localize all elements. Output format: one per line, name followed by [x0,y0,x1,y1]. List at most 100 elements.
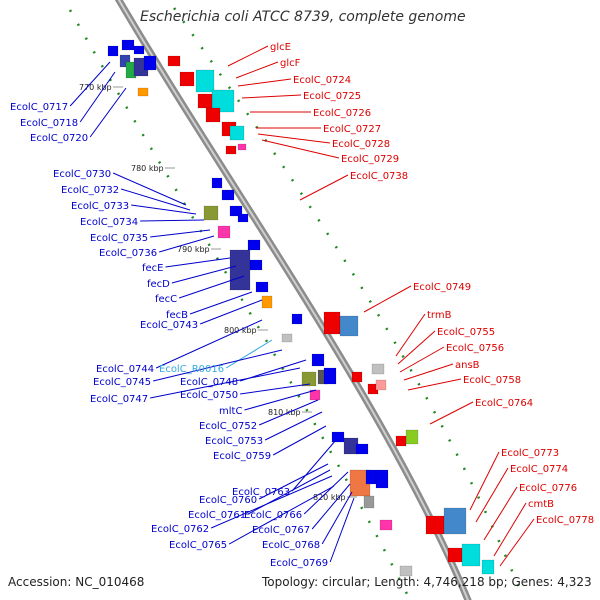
scale-tick-810-kbp: 810 kbp [268,408,301,417]
gene-feature [167,55,181,67]
gene-feature [261,295,273,309]
gene-label-ecolc-0745: EcolC_0745 [93,377,151,388]
gene-feature [229,125,245,141]
accession-text: Accession: NC_010468 [8,575,145,589]
gene-label-ecolc-0767: EcolC_0767 [252,525,310,536]
leader-line [299,174,349,201]
leader-lines [69,45,535,567]
gene-feature [197,93,213,109]
gene-label-fece: fecE [142,263,164,274]
gene-feature [221,189,235,201]
gene-feature [229,205,243,217]
leader-line [291,439,337,492]
leader-line [140,219,205,222]
gene-label-ecolc-0726: EcolC_0726 [313,108,371,119]
gene-feature [237,143,247,151]
gene-label-ecolc-0730: EcolC_0730 [53,169,111,180]
gene-label-ecolc-0752: EcolC_0752 [199,421,257,432]
leader-line [258,463,329,500]
leader-line [397,330,436,365]
gene-feature [311,353,325,367]
gene-feature [301,371,317,387]
leader-line [155,319,263,369]
gene-feature [255,281,269,293]
gene-feature [249,259,263,271]
gene-label-ecolc-0766: EcolC_0766 [244,510,302,521]
gene-label-ecolc-0761: EcolC_0761 [188,510,246,521]
gene-feature [281,333,293,343]
leader-line [171,265,237,284]
feature-layer [107,39,495,577]
gene-label-fecc: fecC [155,294,177,305]
gene-label-ecolc-0759: EcolC_0759 [213,451,271,462]
leader-line [303,471,349,515]
gene-label-ecolc-0717: EcolC_0717 [10,102,68,113]
leader-line [228,485,335,545]
gene-label-ecolc-0732: EcolC_0732 [61,185,119,196]
leader-line [112,172,187,206]
gene-feature [399,565,413,577]
gene-label-ecolc-0743: EcolC_0743 [140,320,198,331]
gene-feature [121,39,135,51]
scale-tick-800-kbp: 800 kbp [224,326,257,335]
leader-line [272,425,327,456]
leader-line [257,133,331,144]
leader-line [199,299,263,325]
gene-feature [195,69,215,93]
gene-label-ecolc-0733: EcolC_0733 [71,201,129,212]
leader-line [493,502,527,557]
gene-label-glce: glcE [270,42,291,53]
gene-label-glcf: glcF [280,58,301,69]
gene-label-ecolc-0735: EcolC_0735 [90,233,148,244]
gene-label-ecolc-0774: EcolC_0774 [510,464,568,475]
gene-label-ecolc-0758: EcolC_0758 [463,375,521,386]
gene-label-fecb: fecB [166,310,188,321]
gene-label-ecolc-0738: EcolC_0738 [350,171,408,182]
gene-label-ecolc-0760: EcolC_0760 [199,495,257,506]
gene-feature [481,559,495,575]
gene-feature [143,55,157,71]
gene-feature [291,313,303,325]
gene-label-ecolc-0749: EcolC_0749 [413,282,471,293]
gene-feature [205,107,221,123]
map-title: Escherichia coli ATCC 8739, complete gen… [140,9,466,25]
gene-feature [351,371,363,383]
leader-line [189,291,253,315]
leader-line [237,78,292,87]
leader-line [89,87,127,138]
gene-label-ecolc-0727: EcolC_0727 [323,124,381,135]
gene-label-ecolc-0750: EcolC_0750 [180,390,238,401]
gene-label-ecolc-0773: EcolC_0773 [501,448,559,459]
leader-line [395,313,426,357]
gene-label-ansb: ansB [455,360,480,371]
leader-line [131,204,197,215]
gene-feature [237,213,249,223]
leader-line [240,383,311,395]
leader-line [79,71,116,123]
gene-label-ecolc-0725: EcolC_0725 [303,91,361,102]
gene-label-cmtb: cmtB [528,499,554,510]
gene-feature [443,507,467,535]
leader-line [403,363,454,381]
gene-label-ecolc-0729: EcolC_0729 [341,154,399,165]
leader-line [407,378,462,391]
gene-feature [323,367,337,385]
genome-info-text: Topology: circular; Length: 4,746,218 bp… [262,575,592,589]
gene-label-ecolc-0753: EcolC_0753 [205,436,263,447]
gene-feature [405,429,419,445]
gene-label-ecolc-0769: EcolC_0769 [270,558,328,569]
gene-feature [425,515,445,535]
leader-line [69,61,111,107]
gene-label-ecolc-r0016: EcolC_R0016 [159,364,224,375]
gene-feature [107,45,119,57]
gene-label-ecolc-0720: EcolC_0720 [30,133,88,144]
gene-label-trmb: trmB [427,310,452,321]
gene-label-ecolc-0764: EcolC_0764 [475,398,533,409]
leader-line [483,486,518,541]
gc-track-2 [166,0,522,591]
leader-line [159,235,215,253]
gene-feature [217,225,231,239]
gene-label-ecolc-0734: EcolC_0734 [80,217,138,228]
gene-label-ecolc-0718: EcolC_0718 [20,118,78,129]
leader-line [227,45,269,67]
